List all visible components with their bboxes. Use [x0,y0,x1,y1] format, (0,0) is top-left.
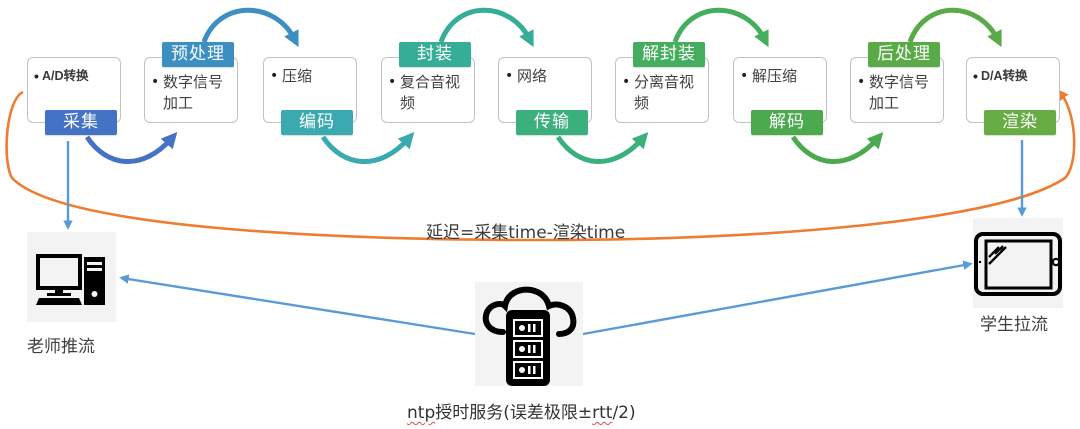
stage-box-postprocess: •数字信号加工 [850,57,944,123]
flow-arrow-transport-to-demux [555,132,649,165]
stage-description: •数字信号加工 [857,72,939,114]
stage-description: •数字信号加工 [151,72,233,114]
bullet: • [34,68,39,84]
flow-arrow-postprocess-to-render [907,7,1002,48]
stage-description: •D/A转换 [973,66,1055,87]
bullet: • [973,68,978,84]
ntp-caption-mid: 授时服务(误差极限± [435,403,593,423]
stage-description-text: 复合音视频 [400,73,461,112]
stage-description-text: 压缩 [282,67,313,85]
bullet: • [740,68,749,84]
flow-arrow-mux-to-transport [438,7,534,48]
stage-description: •压缩 [270,66,352,87]
bullet: • [857,74,866,90]
latency-formula: 延迟=采集time-渲染time [426,223,626,243]
stage-description: •解压缩 [740,66,822,87]
stage-description-text: 数字信号加工 [163,73,224,112]
flow-arrow-decode-to-postprocess [790,132,884,165]
stage-description: •网络 [505,66,587,87]
flow-arrow-preprocess-to-encode [201,7,299,48]
student-device-card [973,218,1063,308]
rtt-term: rtt [592,403,613,423]
flow-arrow-encode-to-mux [320,132,415,165]
bullet: • [151,74,160,90]
ntp-caption: ntp授时服务(误差极限±rtt/2) [407,398,636,423]
stage-description-text: D/A转换 [981,69,1028,83]
stage-box-preprocess: •数字信号加工 [144,57,238,123]
stage-description-text: A/D转换 [42,69,89,83]
student-label: 学生拉流 [980,315,1048,335]
ntp-to-teacher-arrow [119,274,476,336]
ntp-server-card [475,282,583,386]
stage-tag-transport: 传输 [516,110,588,135]
bullet: • [505,68,514,84]
stage-tag-preprocess: 预处理 [162,42,234,67]
ntp-term: ntp [407,403,436,423]
bullet: • [622,74,631,90]
stage-tag-demux: 解封装 [633,42,705,67]
stage-tag-postprocess: 后处理 [868,42,940,67]
flow-arrows [84,7,1002,165]
stage-description-text: 解压缩 [752,67,798,85]
desktop-computer-icon [36,254,105,305]
bullet: • [270,68,279,84]
stage-tag-capture: 采集 [45,110,117,135]
stage-description-text: 网络 [517,67,548,85]
tablet-icon [974,232,1062,296]
stage-tag-render: 渲染 [984,110,1056,135]
latency-curve [5,89,1076,242]
cloud-server-icon [482,286,577,386]
bullet: • [388,74,397,90]
stage-description: •复合音视频 [388,72,470,114]
stage-box-mux: •复合音视频 [381,57,475,123]
ntp-caption-suffix: /2) [612,403,636,423]
stage-tag-mux: 封装 [399,42,471,67]
stage-description: •A/D转换 [34,66,116,87]
stage-description: •分离音视频 [622,72,704,114]
teacher-device-card [27,232,116,322]
stage-description-text: 分离音视频 [634,73,695,112]
stage-tag-encode: 编码 [281,110,353,135]
ntp-to-student-arrow [582,260,973,336]
stage-tag-decode: 解码 [751,110,823,135]
flow-arrow-demux-to-decode [672,7,769,48]
stage-description-text: 数字信号加工 [869,73,930,112]
teacher-label: 老师推流 [27,337,95,357]
flow-arrow-capture-to-preprocess [84,132,178,165]
